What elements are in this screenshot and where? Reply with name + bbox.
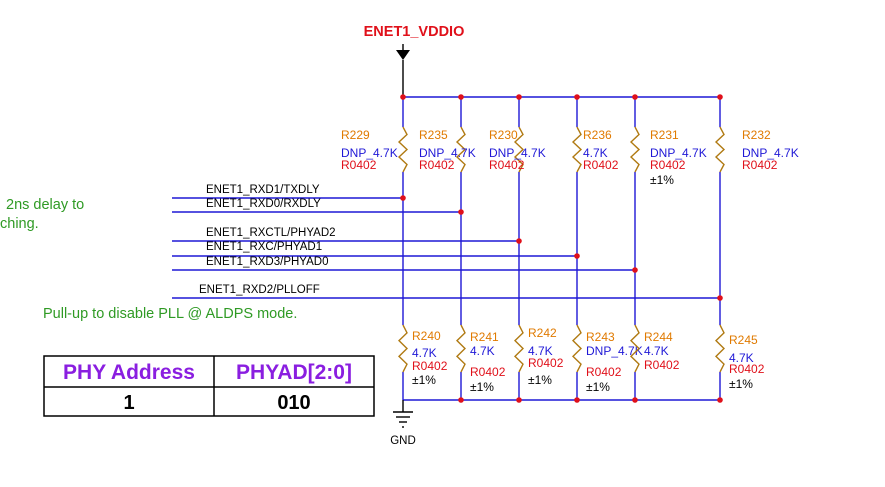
gnd-label: GND	[390, 435, 416, 447]
junction-dot	[574, 253, 580, 259]
resistor-ref: R229	[341, 128, 370, 142]
junction-dot	[632, 94, 638, 100]
resistor-tolerance: ±1%	[586, 380, 610, 394]
table-border	[43, 355, 375, 417]
resistor-ref: R243	[586, 330, 615, 344]
resistor-ref: R241	[470, 330, 499, 344]
junction-dot	[458, 397, 464, 403]
power-arrow-icon	[396, 50, 410, 60]
resistor-value: 4.7K	[729, 351, 754, 365]
table-header: PHY Address	[63, 361, 195, 384]
resistor-footprint: R0402	[583, 158, 619, 172]
power-net-label: ENET1_VDDIO	[364, 24, 465, 40]
resistor-value: 4.7K	[528, 344, 553, 358]
resistor-footprint: R0402	[644, 358, 680, 372]
net-label: ENET1_RXD3/PHYAD0	[206, 256, 329, 268]
pulldown-resistor-icon	[629, 324, 641, 373]
resistor-tolerance: ±1%	[729, 377, 753, 391]
junction-dot	[574, 397, 580, 403]
resistor-footprint: R0402	[729, 362, 765, 376]
junction-dot	[516, 94, 522, 100]
resistor-footprint: R0402	[419, 158, 455, 172]
resistor-footprint: R0402	[489, 158, 525, 172]
pullup-resistor-icon	[513, 126, 525, 173]
pullup-resistor-icon	[571, 126, 583, 173]
pulldown-resistor-icon	[513, 324, 525, 373]
pulldown-resistor-icon	[571, 324, 583, 373]
junction-dot	[516, 397, 522, 403]
phy-address-table: PHY Address PHYAD[2:0] 1 010	[43, 355, 375, 417]
table-cell: 010	[277, 392, 310, 414]
resistor-value: 4.7K	[412, 346, 437, 360]
junction-dot	[574, 94, 580, 100]
resistor-footprint: R0402	[341, 158, 377, 172]
junction-dot	[717, 397, 723, 403]
resistor-value: DNP_4.7K	[419, 146, 476, 160]
resistor-footprint: R0402	[586, 365, 622, 379]
net-label: ENET1_RXC/PHYAD1	[206, 241, 322, 253]
junction-dot	[717, 295, 723, 301]
resistor-footprint: R0402	[650, 158, 686, 172]
resistor-value: 4.7K	[644, 344, 669, 358]
resistor-value: DNP_4.7K	[650, 146, 707, 160]
resistor-ref: R230	[489, 128, 518, 142]
resistor-ref: R232	[742, 128, 771, 142]
resistor-footprint: R0402	[412, 359, 448, 373]
resistor-ref: R235	[419, 128, 448, 142]
resistor-tolerance: ±1%	[412, 373, 436, 387]
delay-note-line2: ching.	[0, 216, 39, 232]
junction-dot	[516, 238, 522, 244]
resistor-value: 4.7K	[583, 146, 608, 160]
resistor-columns: R229DNP_4.7KR0402R2404.7KR0402±1%R235DNP…	[341, 94, 799, 403]
junction-dot	[717, 94, 723, 100]
resistor-value: 4.7K	[470, 344, 495, 358]
junction-dot	[632, 397, 638, 403]
resistor-footprint: R0402	[742, 158, 778, 172]
resistor-value: DNP_4.7K	[586, 344, 643, 358]
table-header: PHYAD[2:0]	[236, 361, 352, 384]
net-label: ENET1_RXD2/PLLOFF	[199, 284, 320, 296]
resistor-ref: R245	[729, 333, 758, 347]
pullup-resistor-icon	[455, 126, 467, 173]
resistor-ref: R231	[650, 128, 679, 142]
net-label: ENET1_RXD1/TXDLY	[206, 184, 320, 196]
net-label: ENET1_RXCTL/PHYAD2	[206, 227, 336, 239]
resistor-ref: R244	[644, 330, 673, 344]
junction-dot	[458, 94, 464, 100]
resistor-footprint: R0402	[528, 356, 564, 370]
table-cell: 1	[123, 392, 134, 414]
resistor-value: DNP_4.7K	[341, 146, 398, 160]
resistor-value: DNP_4.7K	[742, 146, 799, 160]
pullup-resistor-icon	[714, 126, 726, 173]
pulldown-resistor-icon	[455, 324, 467, 373]
resistor-ref: R236	[583, 128, 612, 142]
resistor-ref: R240	[412, 329, 441, 343]
pullup-resistor-icon	[397, 126, 409, 173]
net-label: ENET1_RXD0/RXDLY	[206, 198, 321, 210]
junction-dot	[458, 209, 464, 215]
resistor-tolerance: ±1%	[528, 373, 552, 387]
pullup-resistor-icon	[629, 126, 641, 173]
pll-note: Pull-up to disable PLL @ ALDPS mode.	[43, 306, 297, 322]
junction-dot	[400, 94, 406, 100]
junction-dot	[400, 195, 406, 201]
junction-dot	[632, 267, 638, 273]
resistor-value: DNP_4.7K	[489, 146, 546, 160]
pulldown-resistor-icon	[397, 324, 409, 373]
pulldown-resistor-icon	[714, 324, 726, 373]
resistor-tolerance: ±1%	[650, 173, 674, 187]
resistor-tolerance: ±1%	[470, 380, 494, 394]
resistor-footprint: R0402	[470, 365, 506, 379]
resistor-ref: R242	[528, 326, 557, 340]
delay-note-line1: 2ns delay to	[6, 197, 84, 213]
